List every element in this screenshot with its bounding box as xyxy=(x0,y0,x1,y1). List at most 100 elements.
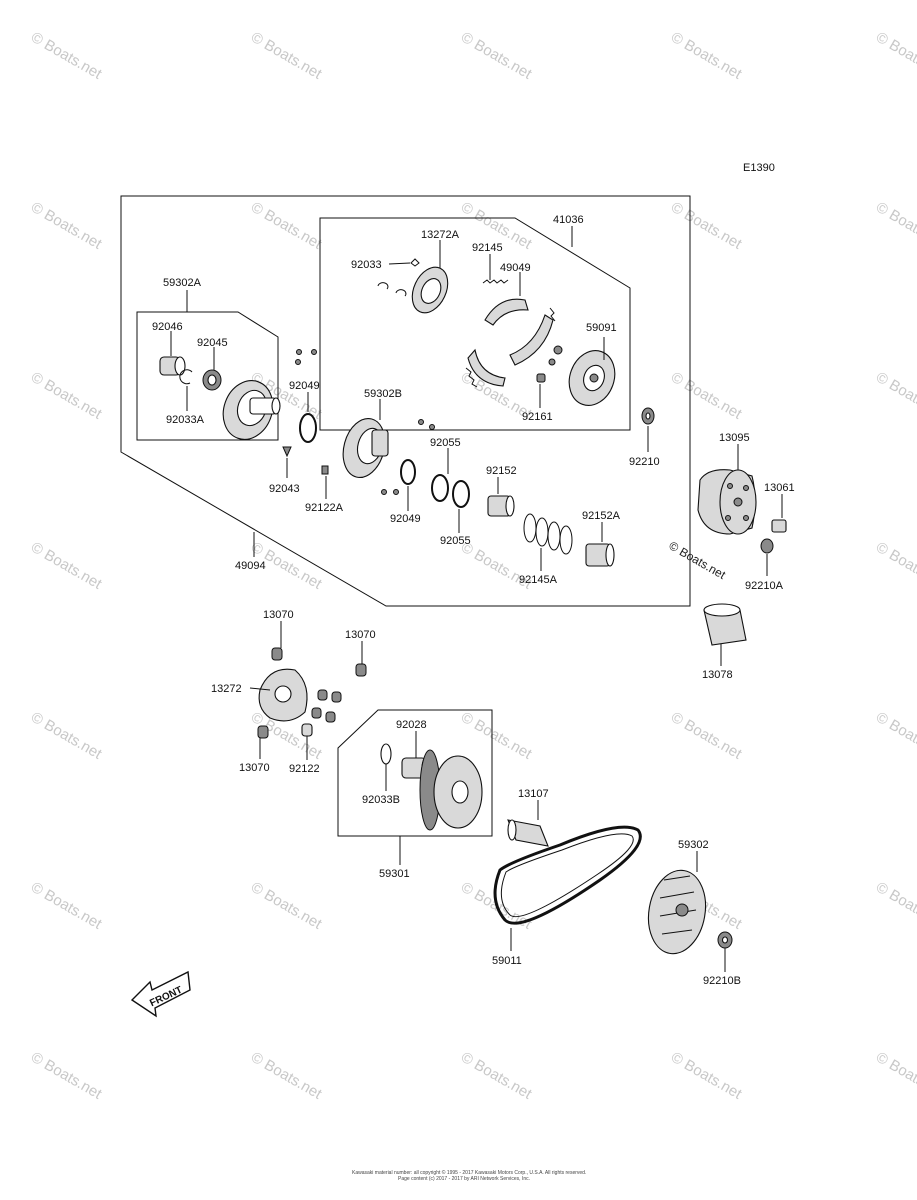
part-label[interactable]: 92049 xyxy=(289,380,320,392)
part-label[interactable]: 92043 xyxy=(269,483,300,495)
nut-92210A xyxy=(760,538,774,554)
watermark: © Boats.net xyxy=(28,539,105,593)
watermark: © Boats.net xyxy=(458,709,535,763)
part-label[interactable]: 92055 xyxy=(440,535,471,547)
collar-13061 xyxy=(771,519,787,533)
part-label[interactable]: 92122A xyxy=(305,502,344,514)
part-label[interactable]: 59302 xyxy=(678,839,709,851)
part-label[interactable]: 92033 xyxy=(351,259,382,271)
part-label[interactable]: 13070 xyxy=(263,609,294,621)
watermark: © Boats.net xyxy=(458,1049,535,1103)
watermark: © Boats.net xyxy=(873,369,917,423)
watermark: © Boats.net xyxy=(873,199,917,253)
part-label[interactable]: 13095 xyxy=(719,432,750,444)
part-label[interactable]: 41036 xyxy=(553,214,584,226)
part-label[interactable]: 49049 xyxy=(500,262,531,274)
part-labels: 59302A 92046 92045 92033A 13272A 41036 9… xyxy=(152,214,795,987)
oring-92033B xyxy=(380,743,392,765)
slider-13070-mid xyxy=(355,663,367,677)
footer-line-2: Page content (c) 2017 - 2017 by ARI Netw… xyxy=(398,1176,530,1182)
watermark: © Boats.net xyxy=(668,29,745,83)
part-label[interactable]: 49094 xyxy=(235,560,266,572)
collar-92152A xyxy=(585,543,615,567)
assembly-box-41036 xyxy=(319,217,631,431)
spring-92145 xyxy=(482,279,509,284)
part-label[interactable]: 92055 xyxy=(430,437,461,449)
watermark: © Boats.net xyxy=(668,709,745,763)
assembly-box-49094 xyxy=(120,195,691,607)
slider-13070-bottom xyxy=(257,725,269,739)
part-label[interactable]: 13070 xyxy=(345,629,376,641)
part-label[interactable]: 92145A xyxy=(519,574,558,586)
part-label[interactable]: 92028 xyxy=(396,719,427,731)
bearing-92046 xyxy=(159,356,186,376)
diagram-id: E1390 xyxy=(743,162,775,174)
part-label[interactable]: 59091 xyxy=(586,322,617,334)
watermark: © Boats.net xyxy=(28,369,105,423)
clip-92033-pair xyxy=(377,282,407,297)
part-label[interactable]: 13061 xyxy=(764,482,795,494)
part-label[interactable]: 92033B xyxy=(362,794,400,806)
watermark: © Boats.net xyxy=(248,1049,325,1103)
watermark: © Boats.net xyxy=(248,29,325,83)
part-label[interactable]: 92152 xyxy=(486,465,517,477)
part-label[interactable]: 13107 xyxy=(518,788,549,800)
part-label[interactable]: 92161 xyxy=(522,411,553,423)
watermark: © Boats.net xyxy=(248,199,325,253)
part-label[interactable]: 92046 xyxy=(152,321,183,333)
shoe-49049 xyxy=(467,298,554,387)
watermark: © Boats.net xyxy=(668,369,745,423)
watermark: © Boats.net xyxy=(668,1049,745,1103)
leader-lines xyxy=(170,226,783,972)
watermark: © Boats.net xyxy=(873,879,917,933)
part-label[interactable]: 59302A xyxy=(163,277,202,289)
watermark: © Boats.net xyxy=(28,709,105,763)
rollers-13070 xyxy=(311,689,342,723)
part-label[interactable]: 92049 xyxy=(390,513,421,525)
watermark: © Boats.net xyxy=(458,29,535,83)
bearing-92045 xyxy=(202,369,222,391)
watermark: © Boats.net xyxy=(873,539,917,593)
footer-line-1: Kawasaki material number: all copyright … xyxy=(352,1169,586,1176)
nut-92210B xyxy=(717,931,733,949)
drum-13095 xyxy=(697,469,757,535)
watermark: © Boats.net xyxy=(28,199,105,253)
nut-92210 xyxy=(641,407,655,425)
collar-13107 xyxy=(507,819,549,847)
part-label[interactable]: 59011 xyxy=(492,955,522,967)
part-label[interactable]: 13272A xyxy=(421,229,460,241)
spring-shoe-small xyxy=(465,307,563,388)
watermark: © Boats.net xyxy=(28,1049,105,1103)
part-label[interactable]: 13070 xyxy=(239,762,270,774)
sheave-59302A xyxy=(222,380,281,440)
spring-92033 xyxy=(410,258,420,267)
cover-13078 xyxy=(703,603,747,646)
belt-59011 xyxy=(493,825,642,925)
slider-13070-top xyxy=(271,647,283,661)
watermark: © Boats.net xyxy=(873,29,917,83)
spring-92145A xyxy=(523,513,573,555)
watermark-layer: © Boats.net © Boats.net © Boats.net © Bo… xyxy=(28,29,917,1103)
fan-59302 xyxy=(647,869,707,955)
part-label[interactable]: 92033A xyxy=(166,414,205,426)
part-label[interactable]: 92122 xyxy=(289,763,320,775)
circlip-92033A xyxy=(179,369,193,385)
watermark: © Boats.net xyxy=(248,879,325,933)
part-label[interactable]: 92152A xyxy=(582,510,621,522)
part-label[interactable]: 92045 xyxy=(197,337,228,349)
oring-92049-a xyxy=(299,413,317,443)
part-label[interactable]: 92210B xyxy=(703,975,741,987)
assembly-box-59301 xyxy=(337,709,493,837)
oring-92055-a xyxy=(431,474,449,502)
part-label[interactable]: 59301 xyxy=(379,868,410,880)
nut-92161 xyxy=(536,373,546,383)
assembly-box-59302A xyxy=(136,311,279,441)
front-label: FRONT xyxy=(148,985,184,1010)
part-label[interactable]: 59302B xyxy=(364,388,402,400)
part-label[interactable]: 92145 xyxy=(472,242,503,254)
part-label[interactable]: 13272 xyxy=(211,683,242,695)
part-label[interactable]: 92210 xyxy=(629,456,660,468)
part-label[interactable]: 92210A xyxy=(745,580,784,592)
part-label[interactable]: 13078 xyxy=(702,669,733,681)
